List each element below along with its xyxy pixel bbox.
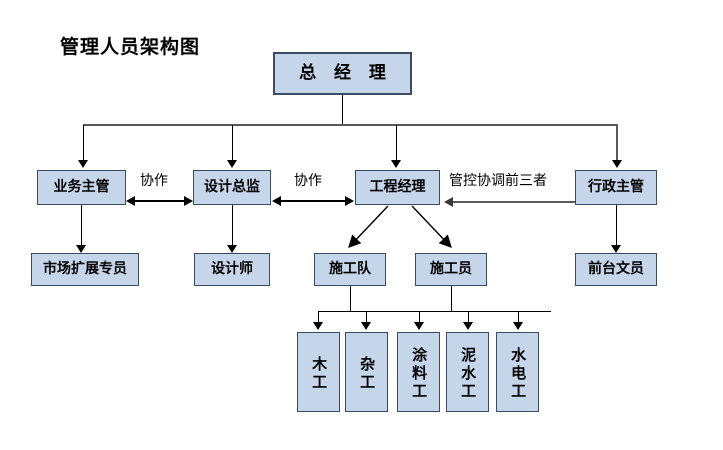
node-general-manager[interactable]: 总 经 理: [273, 52, 412, 95]
arrowhead-to-engineering-manager: [391, 160, 401, 168]
connector-bus-to-carpenter: [318, 312, 319, 324]
node-designer[interactable]: 设计师: [194, 253, 270, 286]
node-engineering-manager[interactable]: 工程经理: [355, 170, 440, 205]
connector-collab-1: [132, 200, 187, 202]
connector-bus-to-electrician: [518, 312, 519, 324]
connector-construction-team-drop: [350, 286, 351, 312]
node-receptionist-label: 前台文员: [588, 261, 644, 278]
node-business-supervisor[interactable]: 业务主管: [37, 170, 126, 205]
connector-bus-to-admin: [616, 125, 618, 162]
connector-control: [452, 201, 575, 203]
arrowhead-to-market-specialist: [76, 245, 86, 253]
connector-construction-staff-drop: [451, 286, 452, 312]
arrowhead-collab-1-left: [126, 196, 135, 206]
arrowhead-to-mason: [463, 322, 473, 330]
node-market-expansion-specialist[interactable]: 市场扩展专员: [31, 253, 139, 286]
node-admin-supervisor-label: 行政主管: [588, 179, 644, 196]
arrowhead-to-painter: [414, 322, 424, 330]
connector-bus-to-design-director: [232, 125, 233, 162]
arrowhead-to-receptionist: [611, 245, 621, 253]
node-design-director[interactable]: 设计总监: [193, 170, 271, 205]
node-admin-supervisor[interactable]: 行政主管: [575, 170, 657, 205]
node-painter[interactable]: 涂料工: [397, 332, 440, 412]
node-electrician-label: 水电工: [509, 347, 528, 401]
node-painter-label: 涂料工: [410, 347, 429, 401]
connector-bus-to-engineering-manager: [396, 125, 397, 162]
node-mason[interactable]: 泥水工: [446, 332, 489, 412]
connector-root-drop: [342, 95, 343, 125]
node-carpenter[interactable]: 木工: [297, 332, 340, 412]
node-handyman[interactable]: 杂工: [345, 332, 388, 412]
node-construction-staff-label: 施工员: [430, 261, 472, 278]
connector-bus-to-business: [83, 125, 84, 162]
arrowhead-to-electrician: [513, 322, 523, 330]
node-engineering-manager-label: 工程经理: [369, 179, 426, 196]
node-market-expansion-specialist-label: 市场扩展专员: [43, 261, 127, 278]
connector-business-to-market: [81, 205, 82, 247]
page-title: 管理人员架构图: [60, 36, 201, 58]
node-construction-team-label: 施工队: [329, 261, 371, 278]
connector-level2-bus: [83, 124, 618, 126]
node-receptionist[interactable]: 前台文员: [575, 253, 657, 286]
edge-label-collab-1: 协作: [140, 173, 168, 189]
arrowhead-to-business: [78, 160, 88, 168]
node-construction-team[interactable]: 施工队: [314, 253, 386, 286]
node-general-manager-label: 总 经 理: [299, 62, 392, 83]
node-carpenter-label: 木工: [310, 356, 329, 392]
connector-engineering-to-construction-staff: [411, 205, 452, 249]
connector-bus-to-mason: [468, 312, 469, 324]
edge-label-control: 管控协调前三者: [449, 173, 547, 189]
node-handyman-label: 杂工: [358, 356, 377, 392]
connector-design-director-to-designer: [232, 205, 233, 247]
connector-engineering-to-construction-team: [348, 205, 389, 249]
arrowhead-to-design-director: [227, 160, 237, 168]
node-designer-label: 设计师: [211, 261, 253, 278]
edge-label-collab-2: 协作: [294, 173, 322, 189]
arrowhead-control-left: [444, 197, 453, 207]
arrowhead-to-carpenter: [313, 322, 323, 330]
arrowhead-collab-2-right: [345, 196, 354, 206]
arrowhead-to-handyman: [361, 322, 371, 330]
node-business-supervisor-label: 业务主管: [53, 179, 110, 196]
connector-collab-2: [278, 200, 348, 202]
node-construction-staff[interactable]: 施工员: [415, 253, 487, 286]
connector-admin-to-receptionist: [616, 205, 617, 247]
arrowhead-to-designer: [227, 245, 237, 253]
connector-level4-bus: [318, 311, 551, 312]
arrowhead-to-admin: [612, 160, 622, 168]
node-electrician[interactable]: 水电工: [496, 332, 539, 412]
connector-bus-to-handyman: [366, 312, 367, 324]
arrowhead-collab-2-left: [272, 196, 281, 206]
arrowhead-collab-1-right: [184, 196, 193, 206]
connector-bus-to-painter: [419, 312, 420, 324]
node-design-director-label: 设计总监: [204, 179, 260, 196]
node-mason-label: 泥水工: [459, 347, 478, 401]
